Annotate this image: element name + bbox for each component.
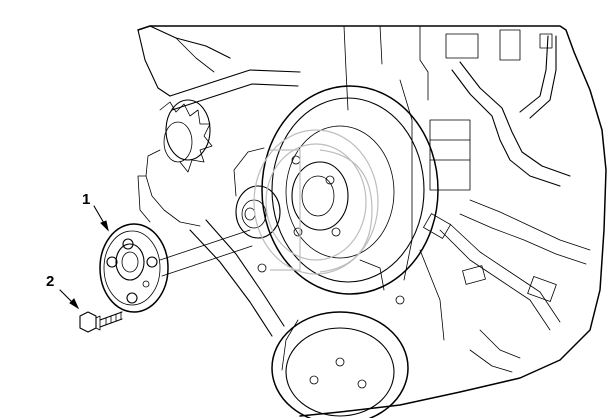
callout-label-2: 2 bbox=[46, 273, 54, 290]
leader-arrowhead-1 bbox=[100, 220, 109, 232]
crankshaft-damper bbox=[261, 85, 439, 295]
fan-hub bbox=[137, 99, 213, 227]
callout-leaders bbox=[59, 205, 109, 310]
callout-label-1: 1 bbox=[82, 191, 90, 208]
watermark-logo bbox=[253, 129, 379, 275]
fan-spacer-part bbox=[99, 223, 253, 313]
drive-belt bbox=[169, 69, 301, 337]
engine-block-outline bbox=[137, 25, 607, 417]
bolt-part bbox=[79, 311, 123, 333]
leader-arrowhead-2 bbox=[69, 298, 80, 310]
hoses-and-harness bbox=[423, 35, 591, 373]
lower-pulley bbox=[271, 311, 409, 418]
block-details bbox=[257, 79, 471, 341]
